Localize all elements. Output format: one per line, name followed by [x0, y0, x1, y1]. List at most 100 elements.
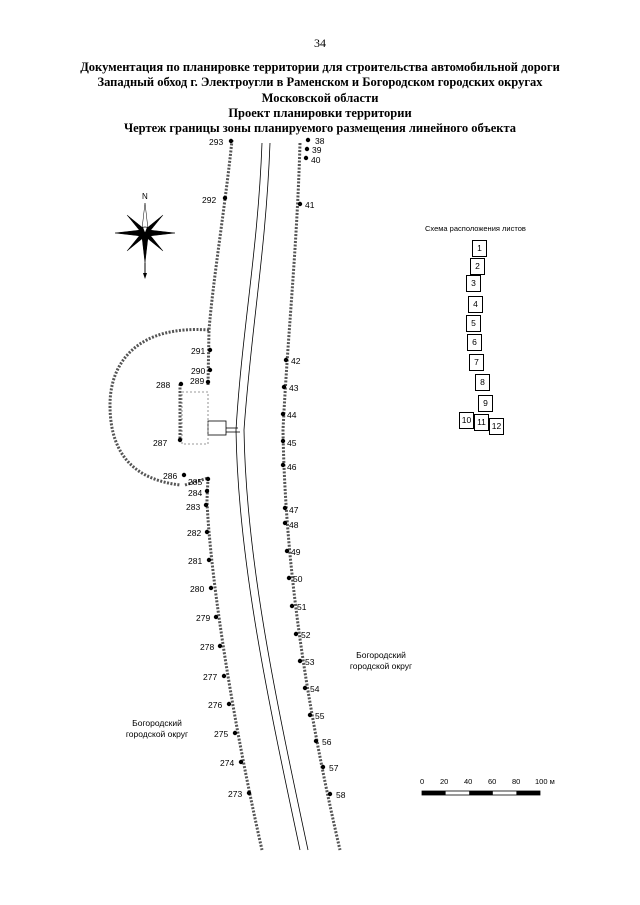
- point-marker: [281, 384, 287, 390]
- point-label: 53: [305, 657, 315, 667]
- point-marker: [228, 138, 234, 144]
- point-label: 49: [291, 547, 301, 557]
- region-label-line: городской округ: [125, 729, 189, 739]
- region-label-line: Богородский: [356, 650, 406, 660]
- title-line-5: Чертеж границы зоны планируемого размеще…: [123, 121, 517, 135]
- sheet-box: 8: [475, 374, 490, 391]
- point-marker: [305, 137, 311, 143]
- point-label: 289: [190, 376, 205, 386]
- point-label: 48: [289, 520, 299, 530]
- point-marker: [289, 603, 295, 609]
- point-label: 55: [315, 711, 325, 721]
- road-lines: [235, 142, 309, 851]
- point-label: 281: [188, 556, 203, 566]
- sheet-scheme-title: Схема расположения листов: [425, 224, 526, 233]
- point-label: 38: [315, 136, 325, 146]
- point-label: 273: [228, 789, 243, 799]
- point-marker: [205, 379, 211, 385]
- point-marker: [222, 195, 228, 201]
- sheet-box: 5: [466, 315, 481, 332]
- point-marker: [226, 701, 232, 707]
- point-label: 50: [293, 574, 303, 584]
- right-point-markers: [280, 137, 333, 797]
- point-marker: [204, 529, 210, 535]
- point-marker: [177, 437, 183, 443]
- point-label: 57: [329, 763, 339, 773]
- point-marker: [283, 357, 289, 363]
- point-marker: [178, 381, 184, 387]
- scale-label: 80: [512, 777, 521, 786]
- point-label: 52: [301, 630, 311, 640]
- point-label: 46: [287, 462, 297, 472]
- compass-north-label: N: [142, 192, 148, 201]
- point-label: 291: [191, 346, 206, 356]
- scale-bar: [421, 790, 541, 796]
- point-marker: [304, 146, 310, 152]
- access-road: [181, 391, 240, 445]
- point-label: 292: [202, 195, 217, 205]
- sheet-box: 2: [470, 258, 485, 275]
- point-marker: [246, 790, 252, 796]
- point-label: 279: [196, 613, 211, 623]
- region-label-line: Богородский: [132, 718, 182, 728]
- point-marker: [280, 411, 286, 417]
- point-label: 285: [188, 477, 203, 487]
- sheet-box: 7: [469, 354, 484, 371]
- point-label: 277: [203, 672, 218, 682]
- left-point-markers: [177, 138, 252, 796]
- sheet-box: 1: [472, 240, 487, 257]
- point-marker: [232, 730, 238, 736]
- point-label: 45: [287, 438, 297, 448]
- compass-rose: [114, 202, 176, 279]
- point-label: 287: [153, 438, 168, 448]
- point-label: 283: [186, 502, 201, 512]
- point-marker: [297, 201, 303, 207]
- point-marker: [206, 557, 212, 563]
- scale-label: 0: [420, 777, 425, 786]
- title-line-2: Западный обход г. Электроугли в Раменско…: [97, 75, 543, 89]
- point-marker: [203, 502, 209, 508]
- point-label: 54: [310, 684, 320, 694]
- point-marker: [284, 548, 290, 554]
- point-label: 42: [291, 356, 301, 366]
- point-label: 290: [191, 366, 206, 376]
- point-marker: [280, 462, 286, 468]
- sheet-box: 3: [466, 275, 481, 292]
- point-label: 44: [287, 410, 297, 420]
- point-marker: [204, 488, 210, 494]
- scale-label: 60: [488, 777, 497, 786]
- point-label: 41: [305, 200, 315, 210]
- point-label: 275: [214, 729, 229, 739]
- region-label-line: городской округ: [349, 661, 413, 671]
- point-marker: [181, 472, 187, 478]
- point-label: 276: [208, 700, 223, 710]
- region-label-right: Богородский городской округ: [336, 650, 426, 672]
- point-marker: [208, 585, 214, 591]
- title-line-1: Документация по планировке территории дл…: [80, 60, 560, 74]
- point-marker: [207, 367, 213, 373]
- sheet-box: 10: [459, 412, 474, 429]
- point-label: 58: [336, 790, 346, 800]
- region-label-left: Богородский городской округ: [112, 718, 202, 740]
- point-label: 47: [289, 505, 299, 515]
- sheet-box: 9: [478, 395, 493, 412]
- point-marker: [221, 673, 227, 679]
- point-label: 284: [188, 488, 203, 498]
- scale-label: 40: [464, 777, 473, 786]
- point-marker: [282, 505, 288, 511]
- point-label: 280: [190, 584, 205, 594]
- point-label: 40: [311, 155, 321, 165]
- point-marker: [327, 791, 333, 797]
- zone-boundary: [108, 139, 342, 851]
- point-marker: [217, 643, 223, 649]
- point-label: 293: [209, 137, 224, 147]
- page-number: 34: [314, 36, 326, 50]
- point-label: 51: [297, 602, 307, 612]
- point-marker: [213, 614, 219, 620]
- point-label: 282: [187, 528, 202, 538]
- point-marker: [307, 712, 313, 718]
- point-marker: [207, 347, 213, 353]
- point-label: 286: [163, 471, 178, 481]
- point-label: 288: [156, 380, 171, 390]
